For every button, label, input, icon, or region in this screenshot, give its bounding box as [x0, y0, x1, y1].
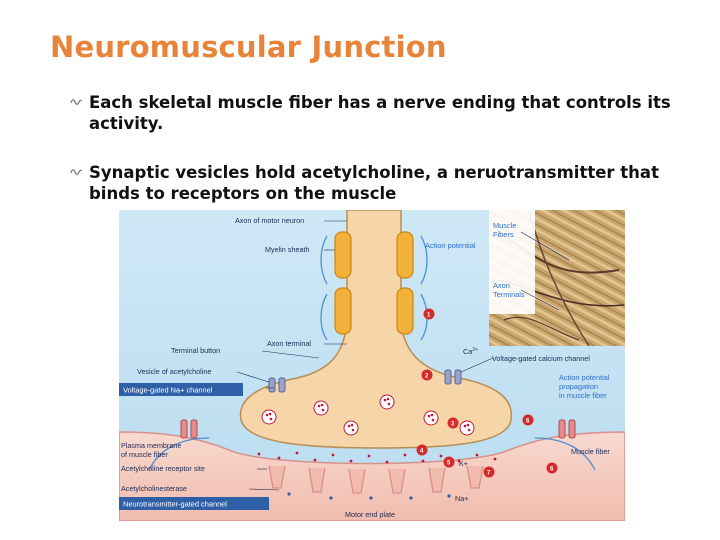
step-3: 3: [451, 421, 455, 427]
label-acetylcholinesterase: Acetylcholinesterase: [121, 484, 187, 493]
label-terminal-button: Terminal button: [171, 346, 220, 355]
motor-end-plate-folds: [268, 465, 484, 494]
slide-title: Neuromuscular Junction: [50, 30, 447, 64]
label-neurotransmitter-gated-channel: Neurotransmitter-gated channel: [123, 500, 227, 509]
step-1: 1: [427, 312, 431, 318]
step-5: 5: [447, 460, 451, 466]
label-voltage-gated-calcium-channel: Voltage-gated calcium channel: [492, 354, 590, 363]
photo-label-axon-line2: Terminals: [493, 290, 525, 299]
label-ap-propagation-line1: Action potential: [559, 373, 610, 382]
label-plasma-membrane-line1: Plasma membrane: [121, 441, 181, 450]
label-axon-of-motor-neuron: Axon of motor neuron: [235, 216, 304, 225]
label-plasma-membrane-line2: of muscle fiber: [121, 450, 168, 459]
photo-label-muscle-line2: Fibers: [493, 230, 514, 239]
acetylcholine-molecules: [257, 451, 497, 464]
bullet-1-text: Each skeletal muscle fiber has a nerve e…: [89, 93, 671, 133]
bullet-swirl-icon: [70, 169, 82, 175]
synaptic-vesicles: [261, 394, 475, 436]
photo-label-muscle-line1: Muscle: [493, 221, 516, 230]
step-6a: 6: [526, 418, 530, 424]
bullet-2-text: Synaptic vesicles hold acetylcholine, a …: [89, 163, 659, 203]
photo-label-axon-line1: Axon: [493, 281, 510, 290]
myelin-sheath: [334, 231, 414, 335]
label-ap-propagation-line2: propagation: [559, 382, 598, 391]
step-markers: 1 2 3 4 5 6 6 7: [416, 308, 558, 478]
step-4: 4: [420, 448, 424, 454]
label-band-neurotransmitter-channel: [119, 497, 269, 510]
micrograph-photo: Muscle Fibers Axon Terminals: [489, 210, 625, 347]
label-k-plus: K+: [459, 459, 468, 468]
label-ach-receptor-site: Acetylcholine receptor site: [121, 464, 205, 473]
label-axon-terminal: Axon terminal: [267, 339, 311, 348]
label-voltage-gated-na-channel: Voltage-gated Na+ channel: [123, 386, 213, 395]
label-muscle-fiber: Muscle fiber: [571, 447, 610, 456]
bullet-swirl-icon: [70, 99, 82, 105]
label-na-plus: Na+: [455, 494, 468, 503]
neuromuscular-junction-diagram: Muscle Fibers Axon Terminals: [119, 210, 625, 521]
bullet-1: Each skeletal muscle fiber has a nerve e…: [70, 92, 695, 134]
label-vesicle-of-acetylcholine: Vesicle of acetylcholine: [137, 367, 211, 376]
label-ap-propagation-line3: in muscle fiber: [559, 391, 607, 400]
label-action-potential: Action potential: [425, 241, 476, 250]
step-2: 2: [425, 373, 429, 379]
bullet-2: Synaptic vesicles hold acetylcholine, a …: [70, 162, 695, 204]
voltage-gated-channels: [180, 369, 576, 439]
label-myelin-sheath: Myelin sheath: [265, 245, 309, 254]
step-6b: 6: [550, 466, 554, 472]
label-motor-end-plate: Motor end plate: [345, 510, 395, 519]
label-ca: Ca2+: [463, 347, 478, 356]
step-7: 7: [487, 470, 491, 476]
label-band-na-channel: [119, 383, 243, 396]
